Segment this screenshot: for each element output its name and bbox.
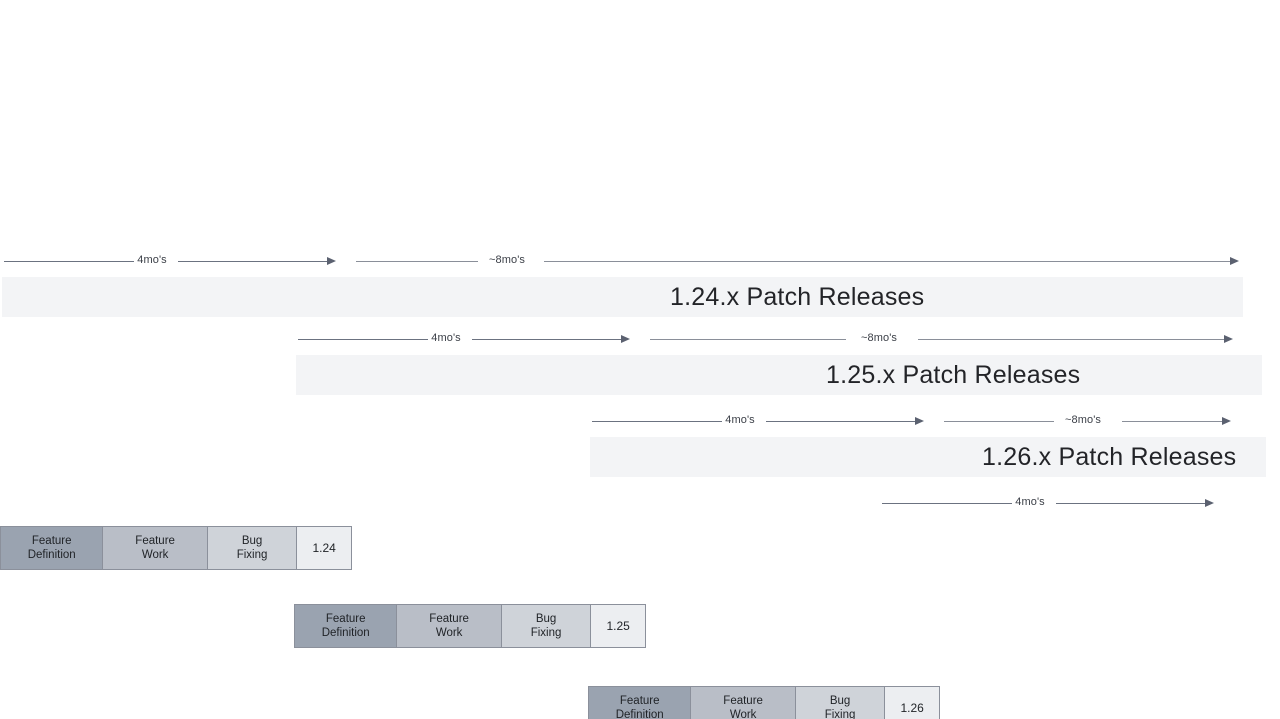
- dev-measure-arrowhead: [1205, 499, 1214, 507]
- phase-label-line2: Fixing: [824, 709, 856, 719]
- patch-measure-line-left: [944, 421, 1054, 422]
- phase-label-line1: Bug: [829, 694, 851, 707]
- phase-label-line1: Feature: [325, 612, 366, 625]
- dev-measure-line-right: [472, 339, 622, 340]
- phase-label-line2: Definition: [27, 549, 76, 561]
- phase-version-milestone[interactable]: 1.25: [591, 605, 645, 647]
- phase-feature-definition[interactable]: Feature Definition: [1, 527, 104, 569]
- release-row-3: 4mo's ~8mo's 1.26.x Patch Releases Featu…: [588, 410, 1280, 719]
- phase-label-line1: Feature: [135, 534, 175, 547]
- phase-bug-fixing[interactable]: Bug Fixing: [795, 687, 886, 719]
- phase-feature-work[interactable]: Feature Work: [691, 687, 796, 719]
- phase-label-line2: Work: [141, 549, 169, 561]
- measure-band-row-3: 4mo's ~8mo's: [588, 410, 1280, 432]
- dev-measure-line-right: [178, 261, 328, 262]
- phase-label-line2: Definition: [321, 627, 370, 639]
- phase-bug-fixing[interactable]: Bug Fixing: [501, 605, 592, 647]
- dev-measure-label: 4mo's: [725, 414, 755, 426]
- patch-measure-label: ~8mo's: [488, 254, 526, 266]
- dev-measure-line-left: [4, 261, 134, 262]
- patch-release-band-1: 1.24.x Patch Releases: [2, 277, 1243, 317]
- phase-strip-1: Feature Definition Feature Work Bug Fixi…: [0, 526, 352, 570]
- patch-measure-arrowhead: [1224, 335, 1233, 343]
- phase-label-line2: Fixing: [236, 549, 268, 561]
- patch-release-label: 1.26.x Patch Releases: [982, 442, 1237, 471]
- phase-label-line1: Feature: [31, 534, 72, 547]
- dev-measure-arrowhead: [915, 417, 924, 425]
- phase-feature-work[interactable]: Feature Work: [397, 605, 502, 647]
- patch-measure-label: ~8mo's: [860, 332, 898, 344]
- phase-feature-work[interactable]: Feature Work: [103, 527, 208, 569]
- phase-strip-2: Feature Definition Feature Work Bug Fixi…: [294, 604, 646, 648]
- dev-measure-line-left: [882, 503, 1012, 504]
- patch-release-label: 1.25.x Patch Releases: [826, 360, 1081, 389]
- patch-measure-arrowhead: [1222, 417, 1231, 425]
- dev-measure-label: 4mo's: [137, 254, 167, 266]
- patch-measure-line-right: [918, 339, 1228, 340]
- dev-measure-line-left: [298, 339, 428, 340]
- measure-band-row-4: 4mo's: [878, 492, 1280, 514]
- dev-measure-line-left: [592, 421, 722, 422]
- patch-measure-line-left: [356, 261, 478, 262]
- phase-label-line1: Feature: [429, 612, 469, 625]
- dev-measure-arrowhead: [621, 335, 630, 343]
- phase-version-milestone[interactable]: 1.26: [885, 687, 939, 719]
- patch-release-band-3: 1.26.x Patch Releases: [590, 437, 1266, 477]
- phase-label-line2: Definition: [615, 709, 664, 719]
- dev-measure-label: 4mo's: [431, 332, 461, 344]
- phase-strip-3: Feature Definition Feature Work Bug Fixi…: [588, 686, 940, 719]
- dev-measure-arrowhead: [327, 257, 336, 265]
- patch-measure-line-right: [1122, 421, 1224, 422]
- phase-label-line2: Work: [729, 709, 757, 719]
- release-row-4: 4mo's Feature Definition Feature Work Bu…: [878, 492, 1280, 574]
- release-row-1: 4mo's ~8mo's 1.24.x Patch Releases Featu…: [0, 250, 1280, 570]
- measure-band-row-1: 4mo's ~8mo's: [0, 250, 1280, 272]
- version-label: 1.25: [606, 618, 630, 633]
- patch-release-label: 1.24.x Patch Releases: [670, 282, 925, 311]
- phase-label-line1: Feature: [723, 694, 763, 707]
- patch-measure-line-left: [650, 339, 846, 340]
- phase-feature-definition[interactable]: Feature Definition: [589, 687, 692, 719]
- dev-measure-line-right: [766, 421, 916, 422]
- phase-label-line1: Bug: [535, 612, 557, 625]
- phase-label-line1: Bug: [241, 534, 263, 547]
- version-label: 1.26: [900, 700, 924, 715]
- phase-bug-fixing[interactable]: Bug Fixing: [207, 527, 298, 569]
- measure-band-row-2: 4mo's ~8mo's: [294, 328, 1280, 350]
- release-row-2: 4mo's ~8mo's 1.25.x Patch Releases Featu…: [294, 328, 1280, 648]
- phase-label-line2: Fixing: [530, 627, 562, 639]
- version-label: 1.24: [312, 540, 336, 555]
- patch-measure-arrowhead: [1230, 257, 1239, 265]
- dev-measure-label: 4mo's: [1015, 496, 1045, 508]
- phase-version-milestone[interactable]: 1.24: [297, 527, 351, 569]
- patch-measure-label: ~8mo's: [1064, 414, 1102, 426]
- phase-feature-definition[interactable]: Feature Definition: [295, 605, 398, 647]
- dev-measure-line-right: [1056, 503, 1206, 504]
- phase-label-line2: Work: [435, 627, 463, 639]
- phase-label-line1: Feature: [619, 694, 660, 707]
- patch-release-band-2: 1.25.x Patch Releases: [296, 355, 1262, 395]
- patch-measure-line-right: [544, 261, 1234, 262]
